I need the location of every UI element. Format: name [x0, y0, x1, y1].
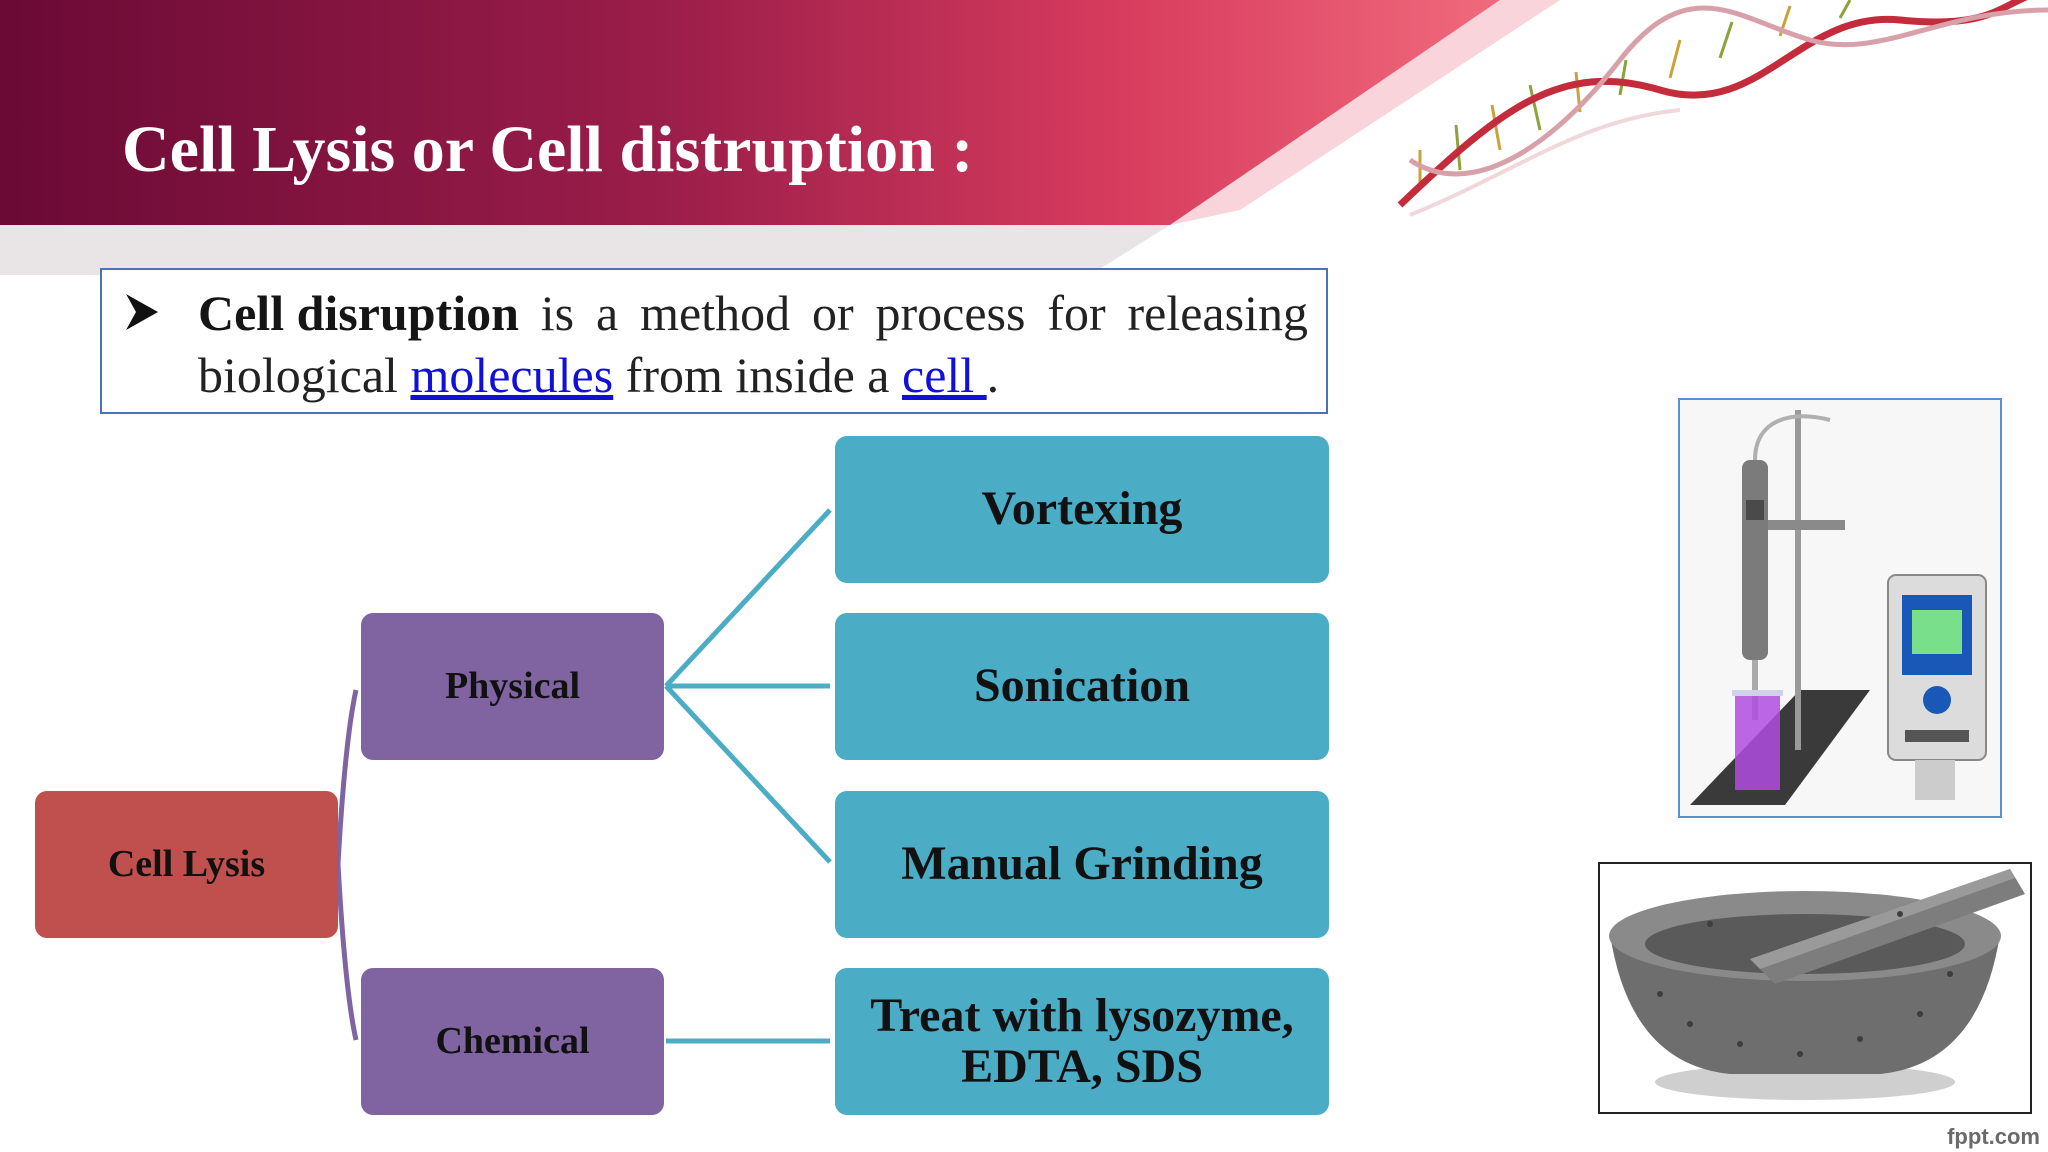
node-manual-grinding: Manual Grinding: [835, 791, 1329, 938]
node-physical: Physical: [361, 613, 664, 760]
definition-word: a: [596, 285, 619, 341]
definition-word: for: [1047, 285, 1106, 341]
node-treat-lysozyme: Treat with lysozyme, EDTA, SDS: [835, 968, 1329, 1115]
definition-box: Cell disruption is a method or process f…: [100, 268, 1328, 414]
definition-line-1: Cell disruption is a method or process f…: [198, 284, 1308, 342]
node-vortexing: Vortexing: [835, 436, 1329, 583]
title-banner: [0, 0, 1560, 275]
dna-helix-icon: [1397, 0, 2048, 217]
node-chemical: Chemical: [361, 968, 664, 1115]
node-cell-lysis: Cell Lysis: [35, 791, 338, 938]
definition-line-2: biological molecules from inside a cell …: [198, 346, 999, 404]
definition-word: releasing: [1127, 285, 1308, 341]
definition-word: is: [540, 285, 575, 341]
term-cell-disruption: Cell disruption: [198, 285, 519, 341]
connector-root-chemical: [335, 863, 359, 1041]
footer-brand: fppt.com: [1947, 1124, 2040, 1149]
connector-physical-vortexing: [664, 508, 832, 688]
cell-link[interactable]: cell: [902, 347, 987, 403]
molecules-link[interactable]: molecules: [410, 347, 614, 403]
definition-text: biological: [198, 347, 411, 403]
arrowhead-bullet-icon: [126, 294, 158, 330]
definition-text: .: [986, 347, 1000, 403]
treat-line-2: EDTA, SDS: [961, 1039, 1203, 1093]
probe-sonicator-image: [1678, 398, 2002, 818]
connector-root-physical: [335, 689, 359, 865]
node-sonication: Sonication: [835, 613, 1329, 760]
definition-text: from inside a: [613, 347, 902, 403]
definition-word: method: [640, 285, 791, 341]
slide-title: Cell Lysis or Cell distruption :: [122, 113, 974, 186]
mortar-and-pestle-image: [1598, 862, 2032, 1114]
treat-line-1: Treat with lysozyme,: [870, 989, 1294, 1043]
definition-word: process: [875, 285, 1026, 341]
definition-word: or: [811, 285, 854, 341]
connector-physical-grinding: [664, 684, 832, 864]
